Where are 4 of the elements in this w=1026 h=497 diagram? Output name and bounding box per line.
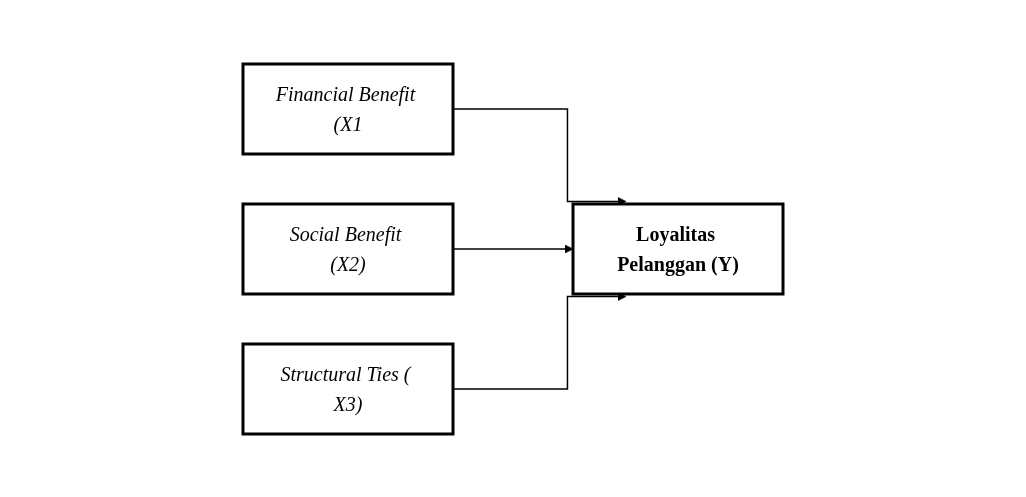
node-box: Social Benefit (X2) [241,202,455,295]
node-box: Loyalitas Pelanggan (Y) [571,202,785,295]
node-box: Financial Benefit (X1 [241,62,455,155]
node-box: Structural Ties ( X3) [241,342,455,435]
